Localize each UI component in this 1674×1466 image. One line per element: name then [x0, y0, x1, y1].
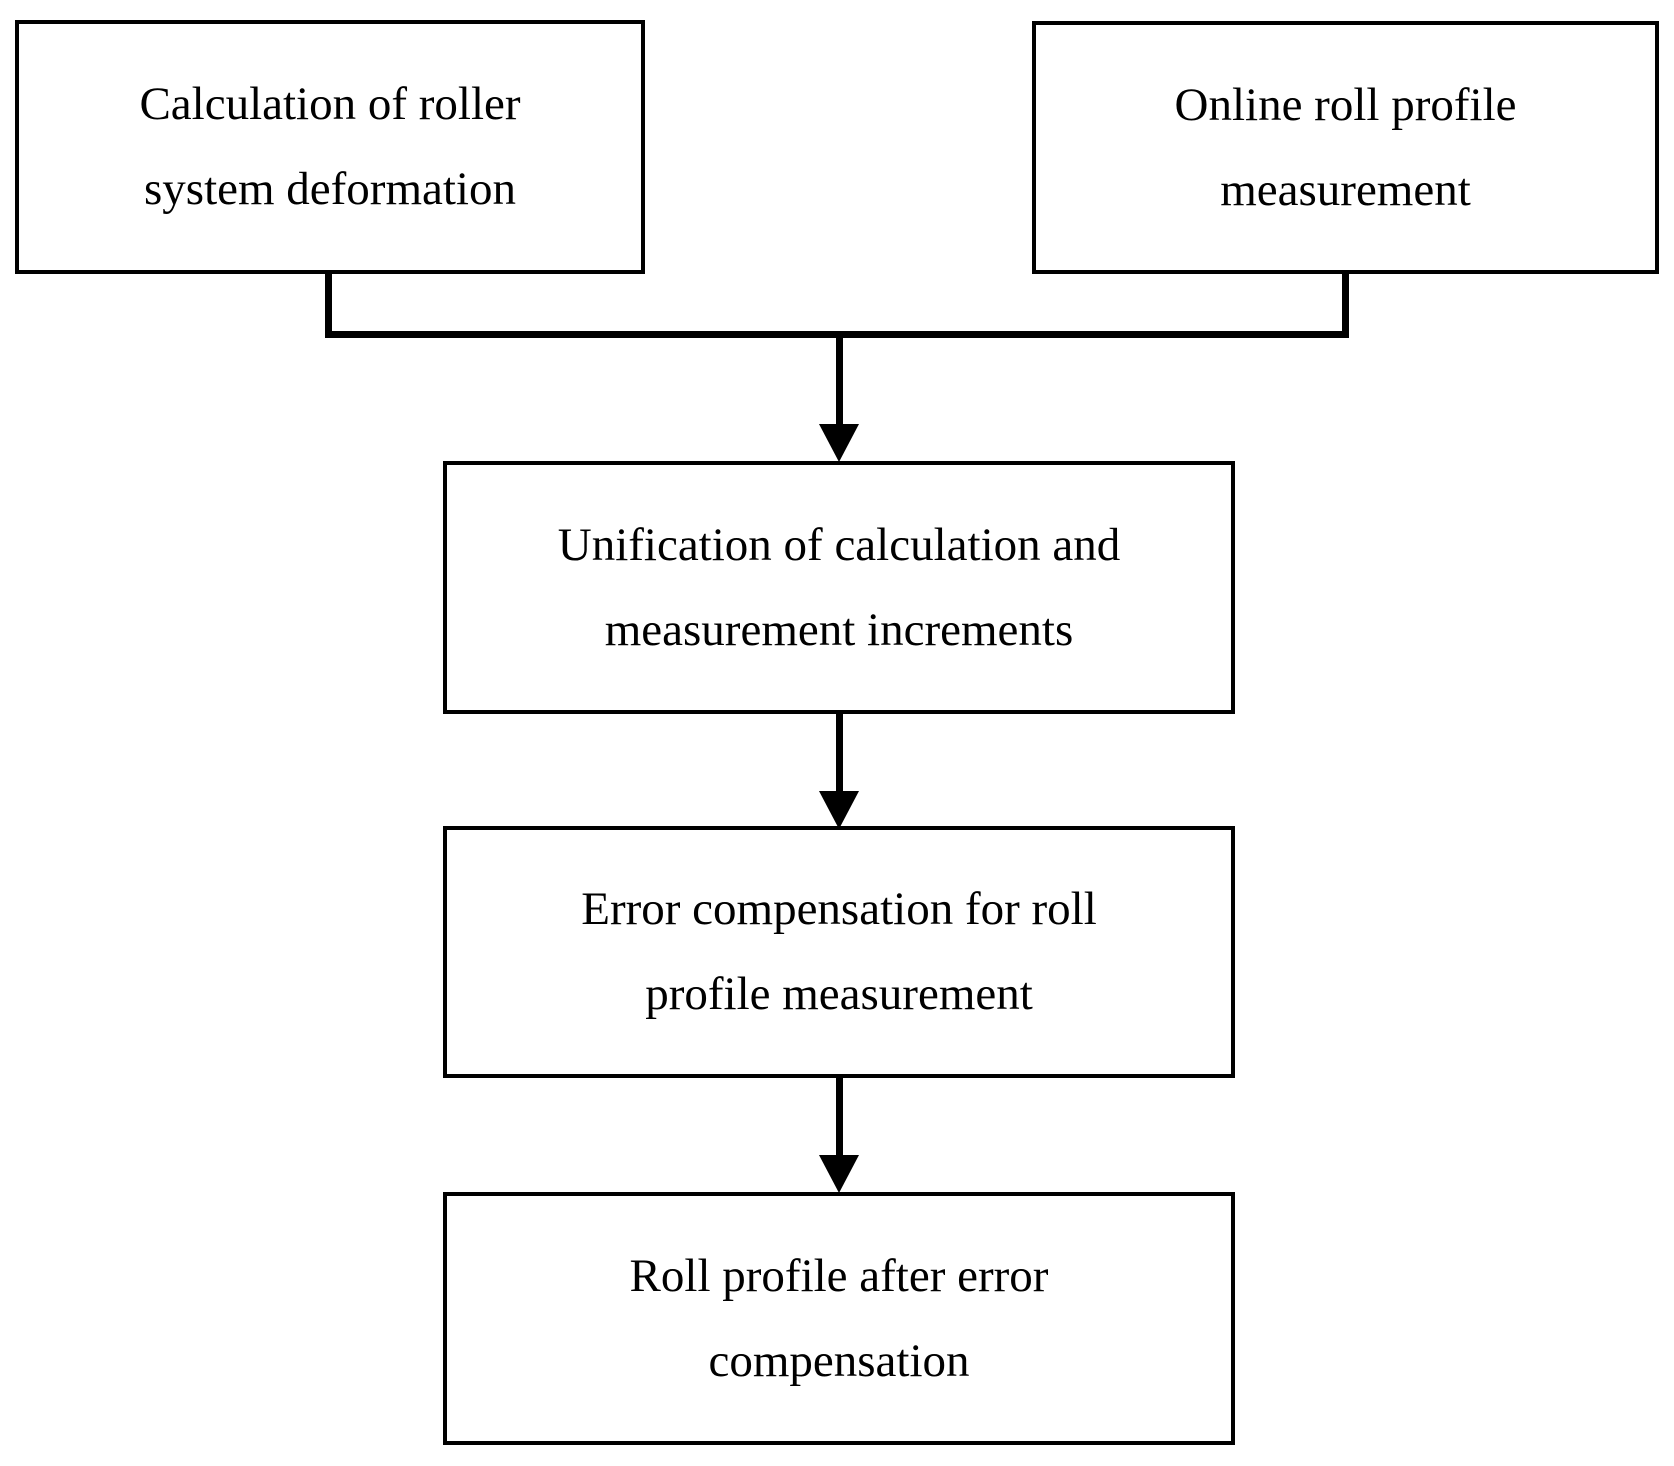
node-roller-system-deformation: Calculation of roller system deformation [15, 20, 645, 274]
connector-stub-right [1342, 273, 1349, 335]
node-label-line: Unification of calculation and [557, 518, 1121, 571]
node-label-line: Calculation of roller [139, 78, 521, 130]
node-label-line: measurement increments [604, 603, 1074, 656]
node-label-line: profile measurement [645, 968, 1033, 1020]
node-label-line: Roll profile after error [629, 1249, 1049, 1302]
arrow-down-icon [819, 424, 859, 462]
arrow-shaft-to-error-compensation [836, 712, 843, 794]
arrow-shaft-to-unification [836, 335, 843, 428]
connector-stub-left [325, 273, 332, 335]
node-label-line: Online roll profile [1174, 78, 1517, 131]
node-label-line: measurement [1220, 163, 1471, 216]
connector-merge-bar [325, 331, 1349, 338]
arrow-down-icon [819, 1155, 859, 1193]
node-online-roll-profile-measurement: Online roll profile measurement [1032, 21, 1659, 274]
node-label-line: Error compensation for roll [581, 883, 1097, 935]
node-error-compensation: Error compensation for roll profile meas… [443, 826, 1235, 1078]
node-unification-of-increments: Unification of calculation and measureme… [443, 461, 1235, 714]
arrow-shaft-to-result [836, 1076, 843, 1158]
arrow-down-icon [819, 791, 859, 829]
node-label-line: compensation [708, 1334, 970, 1387]
node-roll-profile-after-compensation: Roll profile after error compensation [443, 1192, 1235, 1445]
node-label-line: system deformation [143, 163, 516, 215]
